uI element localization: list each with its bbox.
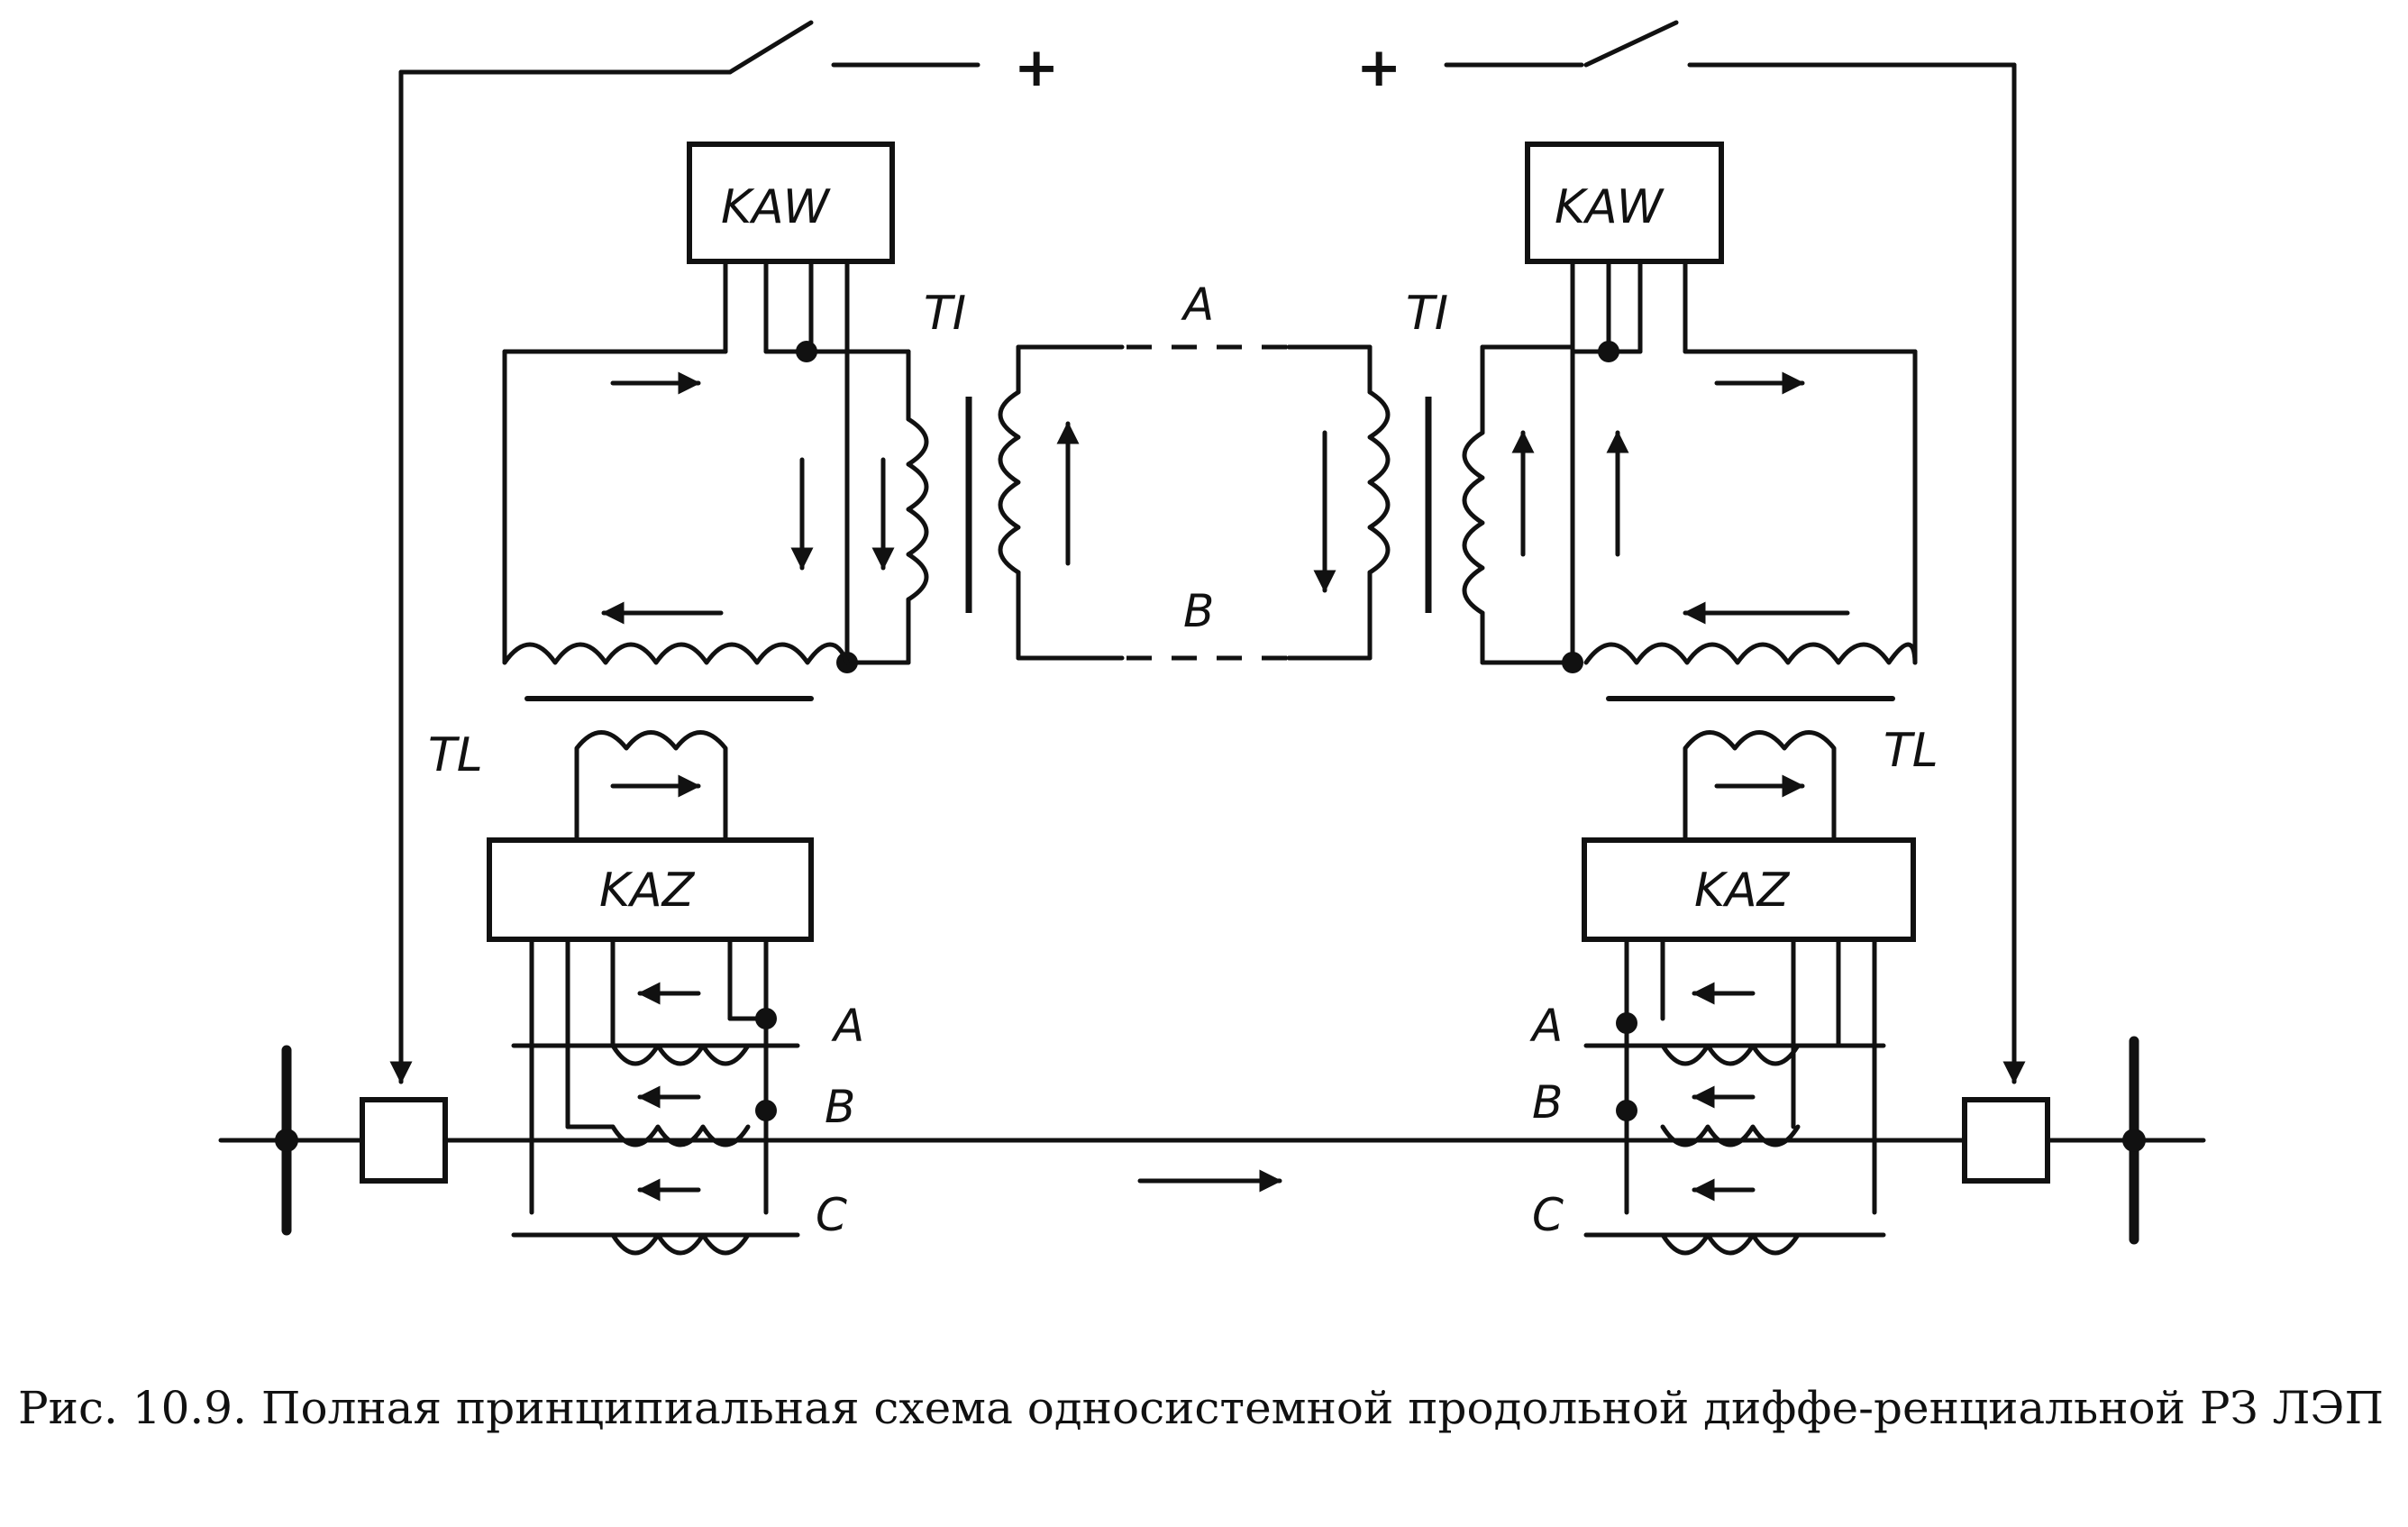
left-ti-primary-winding: [906, 416, 929, 602]
transmission-line: [442, 1138, 1967, 1193]
right-substation-bus: [1962, 1036, 2206, 1245]
left-supply-plus: +: [1014, 36, 1059, 99]
right-kaz-relay: TL KAZ: [1582, 724, 1938, 1215]
right-junction-dot: [1598, 341, 1619, 362]
right-kaw-label: KAW: [1555, 180, 1665, 234]
left-phase-a-label: A: [831, 1000, 864, 1052]
right-trip-circuit: +: [1356, 20, 2026, 1084]
right-phase-c-label: C: [1532, 1189, 1564, 1241]
right-phase-b-label: B: [1532, 1076, 1563, 1129]
figure-caption: Рис. 10.9. Полная принципиальная схема о…: [18, 1382, 2385, 1434]
left-ti-secondary-winding: [998, 389, 1021, 575]
differential-protection-diagram: + KAW: [218, 20, 2206, 1256]
left-kaw-relay: KAW: [687, 142, 895, 363]
right-ti-transformer: TI: [1367, 287, 1485, 665]
right-phase-a-label: A: [1529, 1000, 1563, 1052]
left-circuit-breaker: [360, 1097, 448, 1184]
right-ti-primary-winding: [1462, 430, 1485, 616]
left-junction-dot: [755, 1100, 777, 1121]
left-substation-bus: [218, 1045, 448, 1236]
right-current-transformer-bank: A B C: [1529, 982, 1886, 1256]
left-kaw-loop: [502, 341, 911, 701]
right-ti-secondary-winding: [1367, 389, 1391, 575]
left-half-set: + KAW: [218, 20, 1059, 1256]
pilot-wire-b-label: B: [1183, 585, 1214, 637]
left-ti-label: TI: [924, 287, 966, 341]
right-junction-dot: [1562, 652, 1583, 673]
right-junction-dot: [1616, 1100, 1637, 1121]
left-tl-primary-winding: [502, 642, 850, 665]
left-phase-c-label: C: [816, 1189, 847, 1241]
left-kaz-label: KAZ: [599, 864, 696, 918]
right-junction-dot: [1616, 1012, 1637, 1034]
pilot-wires: A B: [1016, 279, 1373, 661]
left-kaz-relay: TL KAZ: [428, 728, 814, 1215]
left-tl-label: TL: [428, 728, 483, 782]
right-kaw-loop: [1480, 341, 1918, 701]
right-half-set: + KAW: [1356, 20, 2206, 1256]
right-circuit-breaker: [1962, 1097, 2050, 1184]
left-tl-secondary-winding: [574, 730, 728, 841]
left-junction-dot: [796, 341, 817, 362]
right-supply-plus: +: [1356, 36, 1401, 99]
right-tl-secondary-winding: [1683, 730, 1837, 841]
left-current-transformer-bank: A B C: [511, 982, 864, 1256]
right-tl-primary-winding: [1583, 642, 1918, 665]
left-trip-circuit: +: [389, 20, 1059, 1084]
left-phase-b-label: B: [825, 1081, 855, 1133]
left-ti-transformer: TI: [906, 287, 1021, 665]
left-junction-dot: [755, 1008, 777, 1029]
right-kaw-relay: KAW: [1525, 142, 1724, 354]
left-kaw-label: KAW: [721, 180, 832, 234]
pilot-wire-a-label: A: [1181, 279, 1214, 331]
right-tl-label: TL: [1884, 724, 1938, 778]
right-kaz-label: KAZ: [1694, 864, 1791, 918]
right-ti-label: TI: [1406, 287, 1448, 341]
